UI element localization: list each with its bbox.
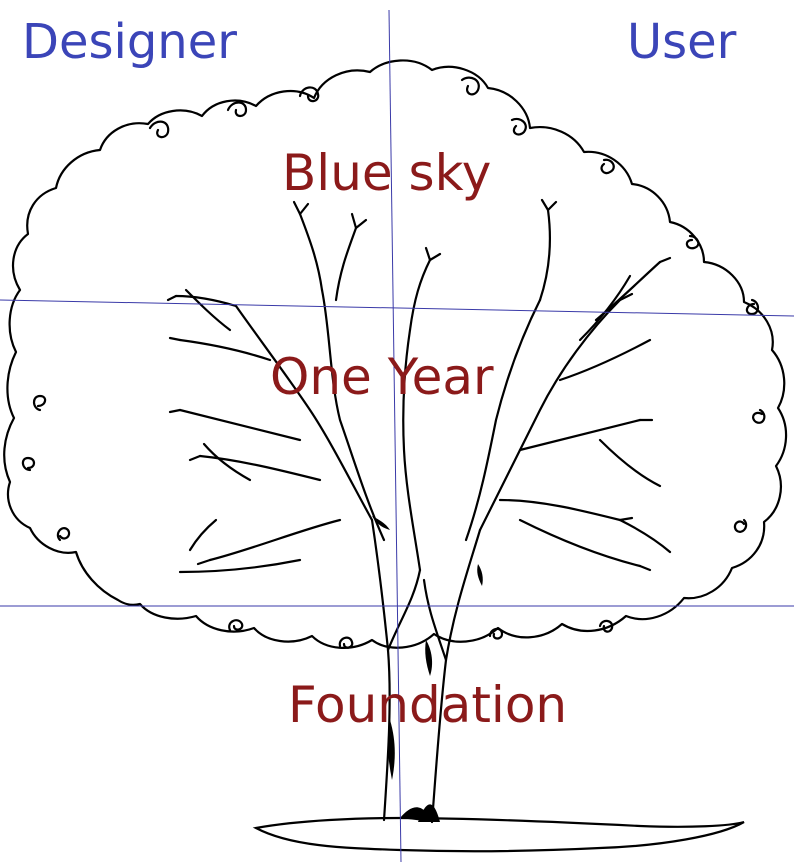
upper-horizontal-divider — [0, 299, 794, 317]
user-label: User — [627, 14, 737, 70]
foundation-label: Foundation — [288, 676, 568, 734]
one-year-label: One Year — [270, 348, 494, 406]
designer-label: Designer — [22, 14, 237, 70]
tree-trunk-branches — [166, 198, 672, 824]
blue-sky-label: Blue sky — [282, 144, 492, 202]
tree-ground — [252, 804, 745, 853]
tree-crown-outline — [3, 59, 788, 649]
trunk-accents — [372, 516, 483, 780]
vertical-divider — [388, 9, 402, 863]
quadrant-grid — [0, 9, 794, 863]
